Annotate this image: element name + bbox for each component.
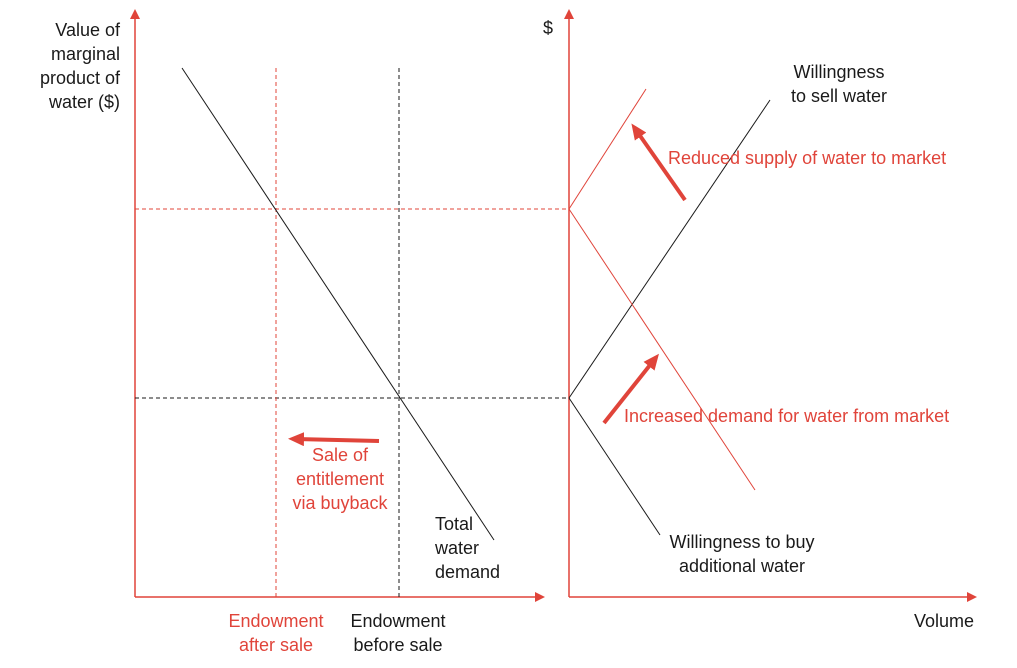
shifted-demand-curve: [568, 208, 756, 491]
endowment-before-label: Endowment before sale: [350, 611, 446, 655]
demand-shift-arrow: [602, 353, 659, 425]
demand-curve: [568, 397, 661, 536]
supply-curve: [568, 99, 771, 399]
volume-axis-label: Volume: [914, 611, 975, 631]
endowment-after-label: Endowment after sale: [228, 611, 324, 655]
sale-annotation: Sale of entitlement via buyback: [292, 445, 388, 513]
shifted-supply-curve: [568, 88, 647, 210]
sale-arrow: [288, 432, 380, 447]
right-y-axis-label: $: [543, 18, 554, 38]
supply-shift-label: Reduced supply of water to market: [668, 148, 947, 168]
left-y-axis-label: Value of marginal product of water ($): [39, 20, 120, 112]
demand-curve-label: Willingness to buy additional water: [669, 532, 815, 576]
demand-shift-label: Increased demand for water from market: [624, 406, 950, 426]
total-water-demand-curve: [181, 67, 495, 541]
supply-shift-arrow: [631, 123, 687, 202]
total-water-demand-label: Total water demand: [435, 514, 501, 582]
supply-curve-label: Willingness to sell water: [790, 62, 888, 106]
